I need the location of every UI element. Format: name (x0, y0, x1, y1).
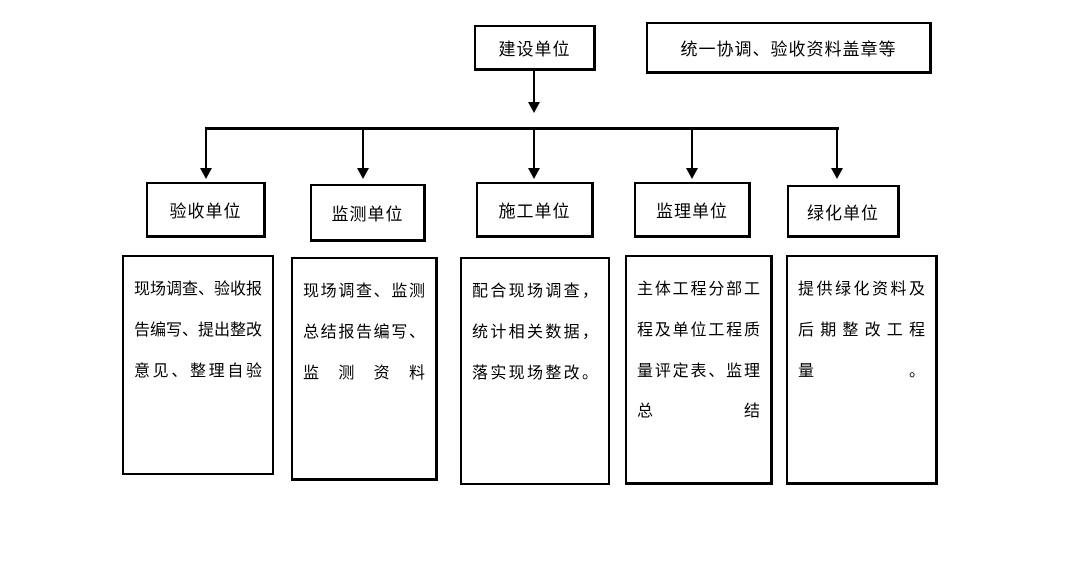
box-unit-4[interactable]: 监理单位 (634, 182, 751, 238)
box-unit-2-label: 监测单位 (331, 205, 404, 225)
connector-drop-arrowhead-3 (528, 168, 540, 179)
box-unit-2[interactable]: 监测单位 (310, 184, 426, 242)
box-duty-5-text: 提供绿化资料及后期整改工程量。 (798, 279, 925, 380)
connector-drop-arrowhead-5 (831, 168, 843, 179)
connector-stem-line (533, 71, 535, 105)
box-construction-unit-label: 建设单位 (498, 40, 571, 60)
box-duty-3-text: 配合现场调查，统计相关数据，落实现场整改。 (472, 281, 598, 382)
connector-drop-arrowhead-1 (200, 168, 212, 179)
box-duty-2[interactable]: 现场调查、监测总结报告编写、监测资料 (291, 257, 438, 481)
box-construction-unit[interactable]: 建设单位 (474, 25, 596, 71)
box-duty-4-text: 主体工程分部工程及单位工程质量评定表、监理总结 (637, 279, 760, 421)
connector-drop-line-2 (362, 127, 364, 173)
connector-drop-arrowhead-2 (357, 168, 369, 179)
box-unit-1-label: 验收单位 (169, 202, 242, 222)
box-duty-1[interactable]: 现场调查、验收报告编写、提出整改意见、整理自验 (122, 255, 274, 475)
box-unit-3[interactable]: 施工单位 (476, 182, 594, 238)
connector-drop-line-1 (205, 127, 207, 173)
connector-stem-arrowhead (528, 102, 540, 113)
box-coordination-note-label: 统一协调、验收资料盖章等 (680, 40, 897, 60)
connector-drop-line-3 (533, 127, 535, 173)
box-duty-3[interactable]: 配合现场调查，统计相关数据，落实现场整改。 (460, 257, 610, 485)
box-unit-4-label: 监理单位 (656, 202, 728, 222)
connector-drop-line-5 (836, 127, 838, 173)
connector-drop-line-4 (691, 127, 693, 173)
connector-bus-bar (205, 127, 839, 130)
box-duty-1-text: 现场调查、验收报告编写、提出整改意见、整理自验 (134, 279, 263, 380)
box-unit-3-label: 施工单位 (498, 202, 571, 222)
box-unit-1[interactable]: 验收单位 (146, 182, 266, 238)
box-unit-5-label: 绿化单位 (807, 203, 879, 224)
box-duty-4[interactable]: 主体工程分部工程及单位工程质量评定表、监理总结 (625, 255, 773, 485)
box-duty-5[interactable]: 提供绿化资料及后期整改工程量。 (786, 255, 938, 485)
box-duty-2-text: 现场调查、监测总结报告编写、监测资料 (303, 281, 425, 382)
connector-drop-arrowhead-4 (686, 168, 698, 179)
box-unit-5[interactable]: 绿化单位 (787, 185, 900, 238)
box-coordination-note[interactable]: 统一协调、验收资料盖章等 (646, 22, 932, 74)
